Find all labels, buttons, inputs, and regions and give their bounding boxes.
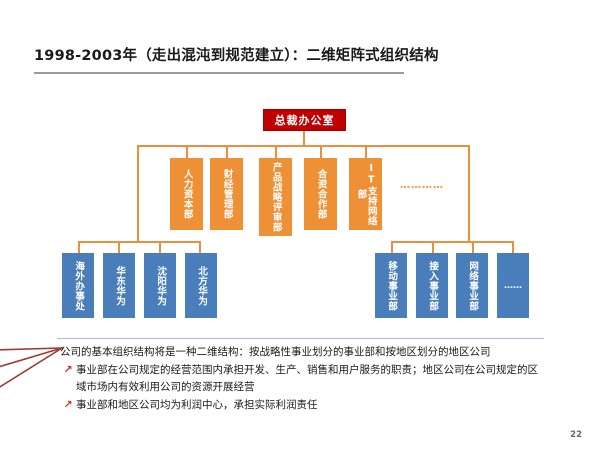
node-label: 总裁办公室: [274, 114, 335, 127]
page-title: 1998-2003年（走出混沌到规范建立）：二维矩阵式组织结构: [34, 48, 439, 64]
node-label: 财经管理部: [221, 169, 233, 219]
node-beifang-huawei[interactable]: 北方华为: [185, 253, 217, 318]
node-president-office[interactable]: 总裁办公室: [263, 109, 346, 131]
node-label: 移动事业部: [386, 260, 398, 311]
list-item: ↗ 事业部和地区公司均为利润中心，承担实际利润责任: [60, 397, 544, 413]
functional-ellipsis: …………: [400, 180, 444, 191]
title-underline: [34, 72, 404, 74]
node-hr-dept[interactable]: 人力资本部: [170, 158, 203, 230]
connector-drop-beifang: [199, 241, 201, 253]
connector-drop-overseas: [78, 241, 80, 253]
connector-root-stem: [303, 131, 305, 145]
bullet-text: 事业部在公司规定的经营范围内承担开发、生产、销售和用户服务的职责；地区公司在公司…: [76, 364, 538, 393]
node-product-strategy-dept[interactable]: 产品战略评审部: [259, 158, 292, 236]
connector-drop-other: [512, 241, 514, 253]
org-chart: 总裁办公室 人力资本部 财经管理部 产品战略评审部 合资合作部 IT支持网络部: [0, 95, 600, 388]
node-overseas-office[interactable]: 海外办事处: [62, 253, 94, 318]
arrow-bullet-icon: ↗: [63, 397, 73, 411]
node-other-bu[interactable]: ……: [497, 253, 529, 318]
node-label: 海外办事处: [73, 260, 85, 311]
connector-regional-bus: [78, 241, 200, 243]
node-finance-dept[interactable]: 财经管理部: [210, 158, 243, 230]
node-mobile-bu[interactable]: 移动事业部: [375, 253, 407, 318]
node-label: 沈阳华为: [155, 265, 167, 306]
connector-right-riser: [468, 145, 470, 241]
connector-drop-mobile: [391, 241, 393, 253]
node-access-bu[interactable]: 接入事业部: [416, 253, 448, 318]
node-label: 接入事业部: [427, 260, 439, 311]
arrow-bullet-icon: ↗: [63, 363, 73, 377]
node-label: ……: [504, 280, 522, 291]
connector-drop-product: [275, 145, 277, 158]
connector-drop-finance: [226, 145, 228, 158]
connector-drop-hr: [186, 145, 188, 158]
connector-drop-network: [472, 241, 474, 253]
connector-drop-access: [432, 241, 434, 253]
list-item: ↗ 事业部在公司规定的经营范围内承担开发、生产、销售和用户服务的职责；地区公司在…: [60, 362, 544, 395]
connector-drop-jv: [320, 145, 322, 158]
node-label: 华东华为: [114, 265, 126, 306]
node-label: IT支持网络部: [355, 162, 377, 226]
notes-divider: [57, 338, 544, 339]
node-shenyang-huawei[interactable]: 沈阳华为: [144, 253, 176, 318]
node-joint-venture-dept[interactable]: 合资合作部: [304, 158, 337, 230]
notes-block: 公司的基本组织结构将是一种二维结构：按战略性事业划分的事业部和按地区划分的地区公…: [60, 344, 544, 413]
connector-business-unit-bus: [391, 241, 513, 243]
connector-drop-huadong: [118, 241, 120, 253]
node-label: 合资合作部: [315, 169, 327, 219]
page-title-wrap: 1998-2003年（走出混沌到规范建立）：二维矩阵式组织结构: [34, 44, 554, 65]
node-label: 网络事业部: [467, 260, 479, 311]
connector-functional-bus: [137, 145, 469, 147]
node-label: 北方华为: [196, 265, 208, 306]
connector-drop-it: [365, 145, 367, 158]
bullet-text: 事业部和地区公司均为利润中心，承担实际利润责任: [76, 398, 318, 411]
node-network-bu[interactable]: 网络事业部: [456, 253, 488, 318]
node-huadong-huawei[interactable]: 华东华为: [103, 253, 135, 318]
node-label: 人力资本部: [181, 169, 193, 219]
page-number: 22: [570, 430, 582, 440]
node-label: 产品战略评审部: [270, 162, 282, 232]
connector-left-riser: [137, 145, 139, 241]
connector-drop-shenyang: [159, 241, 161, 253]
node-it-support-dept[interactable]: IT支持网络部: [349, 158, 382, 230]
notes-lead: 公司的基本组织结构将是一种二维结构：按战略性事业划分的事业部和按地区划分的地区公…: [60, 346, 491, 358]
